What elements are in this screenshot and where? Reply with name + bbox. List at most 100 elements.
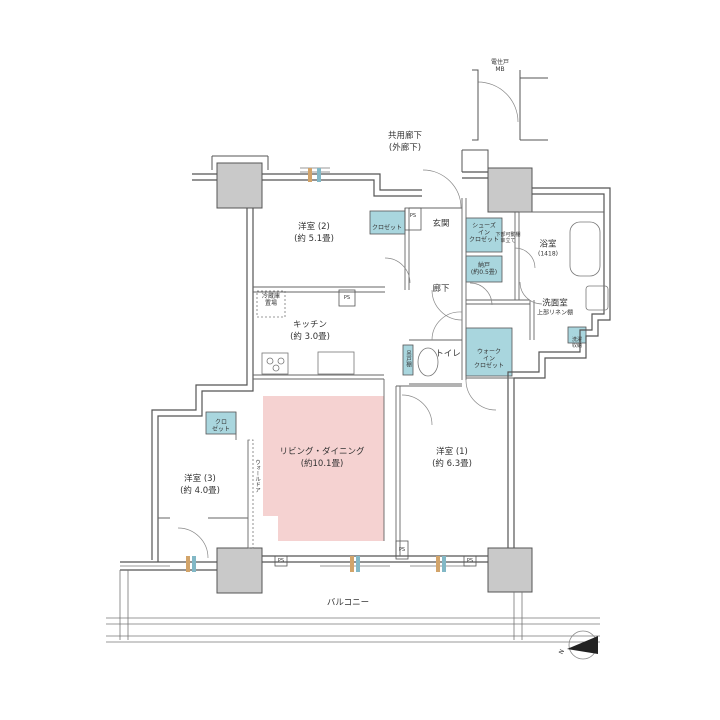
room-western1-name: 洋室 (1) [436, 447, 468, 457]
room-western1-size: (約 6.3畳) [432, 459, 472, 469]
nando-label: 納戸 (約0.5畳) [471, 262, 497, 276]
laundry-fill [567, 326, 587, 344]
ps-label-kitchen: PS [344, 295, 350, 301]
walkin-line1: ウォーク [476, 348, 502, 356]
balcony-railing [106, 570, 600, 643]
closet3-line1: クロ [214, 419, 228, 426]
laundry-label: 洗濯 収納 [572, 337, 582, 349]
room-hallway-name: 廊下 [432, 284, 450, 294]
toilet-shelf-text: 吊戸棚 [405, 350, 411, 368]
walkin-closet-fill [465, 327, 513, 377]
room-western3-size: (約 4.0畳) [180, 486, 220, 496]
closet2-text: クロゼット [371, 224, 403, 232]
ps-label-balcony-left: PS [278, 558, 284, 564]
room-living-name: リビング・ダイニング [279, 447, 365, 457]
meter-box-prefix: 電 [490, 59, 497, 66]
room-western1-label: 洋室 (1) (約 6.3畳) [432, 446, 472, 470]
ps-label-bedroom1: PS [399, 547, 405, 553]
walkin-line2: イン [482, 355, 496, 363]
shoes-closet-fill [465, 217, 503, 253]
toilet-shelf-fill [402, 344, 414, 376]
closet3-label: クロ ゼット [212, 419, 230, 433]
meter-box-line1: 住戸 [497, 59, 510, 66]
nando-name: 納戸 [477, 262, 491, 269]
storage-areas [205, 210, 587, 435]
pillars [216, 162, 533, 594]
fixtures [247, 221, 609, 549]
room-balcony-label: バルコニー [327, 597, 369, 609]
corridor-line1: 共用廊下 [387, 131, 423, 141]
nando-fill [465, 255, 503, 283]
room-living-label: リビング・ダイニング (約10.1畳) [279, 446, 364, 470]
ps-text: PS [277, 558, 285, 564]
ps-label-balcony-right: PS [467, 558, 473, 564]
room-washroom-name: 洗面室 [542, 298, 568, 309]
kitchen-sink [317, 351, 355, 375]
room-kitchen-label: キッチン (約 3.0畳) [290, 319, 330, 343]
nando-size: (約0.5畳) [470, 269, 498, 276]
corridor-label: 共用廊下 (外廊下) [388, 130, 422, 154]
room-western2-name: 洋室 (2) [298, 222, 330, 232]
pillar-top-left [216, 162, 263, 209]
room-bath-name: 浴室 [539, 239, 557, 250]
room-western3-name: 洋室 (3) [184, 474, 216, 484]
toilet-bowl [417, 347, 439, 377]
fittings [186, 168, 446, 572]
shoes-line1: シューズ [472, 222, 496, 230]
laundry-line1: 洗濯 [571, 337, 583, 343]
shoes-line2: イン [477, 229, 491, 237]
room-entrance-name: 玄関 [432, 219, 450, 229]
corridor-line2: (外廊下) [388, 143, 422, 153]
closet3-line2: ゼット [211, 426, 231, 433]
living-dining-area [263, 396, 384, 541]
pillar-bottom-left [216, 547, 263, 594]
room-toilet-name: トイレ [435, 349, 461, 359]
room-western2-size: (約 5.1畳) [294, 234, 334, 244]
walkin-closet-label: ウォーク イン クロゼット [474, 349, 504, 370]
room-washroom-note: 上部リネン棚 [536, 309, 574, 317]
wall-door-track [247, 439, 254, 549]
ps-label-entrance: PS [410, 213, 416, 219]
fridge-line1: 冷蔵庫 [261, 293, 281, 300]
walkin-line3: クロゼット [473, 362, 505, 370]
movable-shelf-line1: 下部可動棚 [495, 232, 521, 238]
ps-boxes [274, 207, 477, 567]
compass-arrow-icon [567, 636, 598, 654]
ps-text: PS [343, 295, 351, 301]
room-balcony-name: バルコニー [326, 598, 370, 608]
room-bath-size: (1418) [538, 250, 558, 258]
wall-door-label: ウォールドア [254, 460, 260, 493]
movable-shelf-line2: 傘立て [500, 238, 516, 244]
doors [177, 81, 543, 559]
meter-box-area [211, 69, 548, 172]
shoes-line3: クロゼット [468, 236, 500, 244]
room-bath-label: 浴室 (1418) [538, 239, 558, 258]
fridge-space [256, 290, 286, 318]
ps-text: PS [466, 558, 474, 564]
pillar-top-right [487, 167, 533, 213]
bathtub [569, 221, 601, 277]
fridge-line2: 置場 [264, 300, 278, 307]
exterior-walls [120, 171, 611, 571]
ps-text: PS [398, 547, 406, 553]
ps-text: PS [409, 213, 417, 219]
room-kitchen-size: (約 3.0畳) [290, 332, 330, 342]
room-washroom-label: 洗面室 上部リネン棚 [537, 298, 573, 317]
fridge-label: 冷蔵庫 置場 [262, 293, 280, 307]
room-western2-label: 洋室 (2) (約 5.1畳) [294, 221, 334, 245]
wall-door-text: ウォールドア [254, 459, 260, 493]
compass [567, 630, 598, 660]
laundry-line2: 収納 [571, 343, 583, 349]
room-living-size: (約10.1畳) [300, 459, 344, 469]
closet2-label: クロゼット [372, 225, 402, 232]
room-entrance-label: 玄関 [432, 218, 449, 230]
room-kitchen-name: キッチン [292, 320, 328, 330]
pillar-bottom-right [487, 547, 533, 593]
stove [261, 352, 289, 375]
toilet-shelf-label: 吊戸棚 [405, 351, 411, 368]
interior-walls [158, 198, 604, 556]
movable-shelf-label: 下部可動棚 傘立て [495, 232, 520, 244]
room-hallway-label: 廊下 [432, 283, 449, 295]
shoes-closet-label: シューズ イン クロゼット [469, 223, 499, 244]
